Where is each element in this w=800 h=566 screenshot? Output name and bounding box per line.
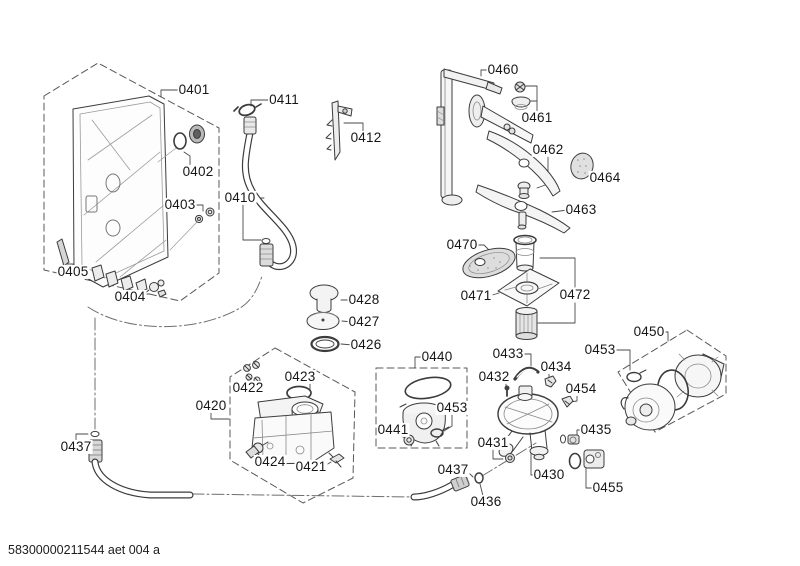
leader-lines [62,69,669,497]
part-drain-hose-0437-left [88,430,194,499]
part-rod-0405 [56,238,70,267]
part-nuts-0403 [194,207,215,224]
part-seal-rings-0402 [173,124,205,150]
part-mesh-sieve-0470 [462,247,516,279]
part-clip-0434 [544,375,557,388]
box-0401 [43,62,220,302]
part-tank-0401 [72,95,198,294]
part-clip-0453-pump [430,426,450,438]
part-lower-spray-arm-0463 [475,184,571,234]
routing-phantom-lines [87,275,537,498]
part-screws-0422 [243,361,261,384]
part-clip-0453-motor [626,369,647,383]
part-filter-plate-0471 [497,268,560,307]
part-motor-0450 [620,353,725,431]
part-clip-0421 [328,452,345,468]
box-0440 [375,367,468,449]
part-stake-0412 [325,100,353,161]
part-fitting-0424 [245,441,269,459]
part-nut-0441 [403,434,415,446]
part-micro-filter-0472 [515,307,538,340]
part-hose-clamp-0411 [233,103,262,117]
part-cap-0427 [306,312,340,330]
part-sump-0430 [497,385,559,461]
part-fill-hose-0410 [241,116,297,271]
part-sieve-disc-0464 [570,152,594,180]
part-screw-0432 [504,385,510,397]
part-gasket-0433 [513,366,540,381]
part-plug-0431 [505,453,515,463]
part-cap-0428 [309,284,339,313]
part-cap-set-0461 [511,81,531,110]
part-upper-spray-arm-0462 [486,130,561,197]
part-drain-hose-0437-end [410,474,470,501]
part-clip-0454 [561,395,574,408]
box-0450 [617,329,727,433]
drawing-number: 58300000211544 aet 004 a [8,543,161,557]
part-arm-bearing [517,181,531,199]
part-oring-0436 [474,472,484,484]
assembly-group-boxes [43,62,727,504]
part-feed-pipe-0460 [436,68,534,206]
part-seal-0426 [310,335,340,353]
part-fitting-0435 [560,434,580,445]
part-sensor-0455 [568,449,605,470]
box-0420 [229,347,356,504]
part-heater-pump-0420 [251,395,335,465]
part-standpipe-0472 [513,234,537,272]
